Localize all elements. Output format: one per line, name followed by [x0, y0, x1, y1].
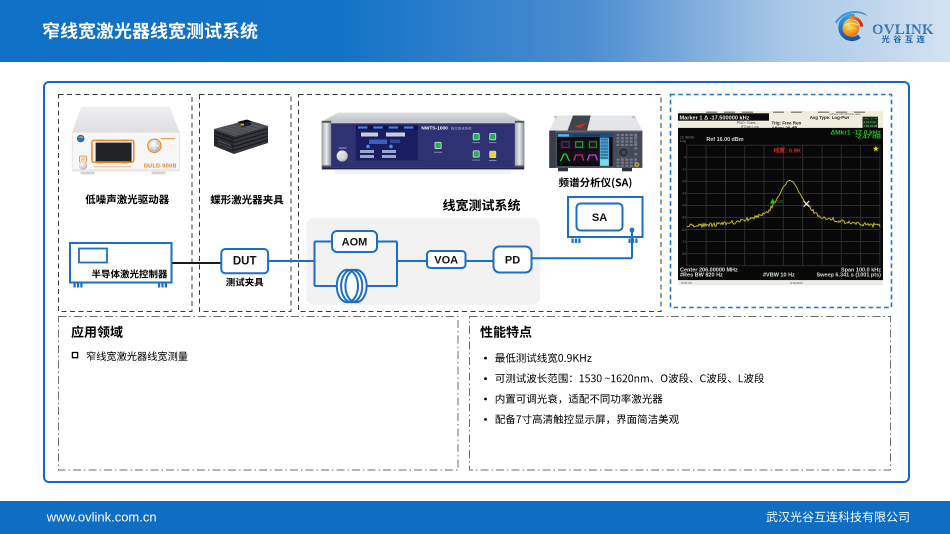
- svg-text::: :: [786, 148, 788, 154]
- svg-text:callback 236.348 kHz, atten: callback 236.348 kHz, atten: [829, 112, 861, 116]
- svg-text:STATUS: STATUS: [681, 281, 692, 285]
- svg-text:PD: PD: [505, 255, 520, 267]
- svg-text:-74: -74: [681, 240, 686, 244]
- svg-text:Mkr1 17.44: Mkr1 17.44: [864, 117, 878, 121]
- svg-text:IFGain:Low: IFGain:Low: [741, 125, 760, 129]
- svg-text:T 82.23 dB: T 82.23 dB: [864, 124, 878, 128]
- svg-text:A 12.3 ms: A 12.3 ms: [864, 120, 877, 124]
- svg-text:-34: -34: [681, 192, 686, 196]
- svg-text:SA: SA: [592, 212, 607, 224]
- svg-text:#Res BW 820 Hz: #Res BW 820 Hz: [680, 272, 723, 278]
- svg-text:-44: -44: [681, 204, 686, 208]
- svg-text:OULD-900B: OULD-900B: [144, 164, 177, 170]
- svg-text:Center 206.00000 MHz: Center 206.00000 MHz: [680, 267, 738, 273]
- svg-text:OVLINK: OVLINK: [872, 22, 934, 38]
- svg-text:10 dB/div: 10 dB/div: [680, 136, 694, 140]
- svg-text:NWTS-1000: NWTS-1000: [421, 126, 448, 132]
- svg-text:1Δ2: 1Δ2: [777, 200, 783, 204]
- svg-text:-64: -64: [681, 228, 686, 232]
- svg-text:2/14/2020: 2/14/2020: [790, 281, 803, 285]
- svg-text:0.9K: 0.9K: [789, 148, 802, 154]
- svg-text:VOA: VOA: [434, 255, 458, 267]
- svg-text:-2.47 dB: -2.47 dB: [855, 134, 881, 141]
- svg-text:-84: -84: [681, 252, 686, 256]
- svg-text:Log: Log: [680, 139, 686, 143]
- svg-text:-24: -24: [681, 180, 686, 184]
- svg-text:DUT: DUT: [233, 256, 257, 268]
- svg-text:-4: -4: [683, 155, 686, 159]
- svg-text:Ref 16.00 dBm: Ref 16.00 dBm: [706, 137, 743, 143]
- svg-text:2: 2: [810, 205, 812, 209]
- svg-text:Span 100.0 kHz: Span 100.0 kHz: [841, 267, 881, 273]
- svg-text:www.ovlink.com.cn: www.ovlink.com.cn: [46, 510, 157, 525]
- svg-text:-14: -14: [681, 168, 686, 172]
- svg-text:Marker 1 Δ -17.500000 kHz: Marker 1 Δ -17.500000 kHz: [680, 116, 750, 122]
- svg-text:AOM: AOM: [342, 237, 368, 249]
- svg-text:Avg Type: Log-Pwr: Avg Type: Log-Pwr: [810, 115, 850, 120]
- svg-text:PNO: Class --: PNO: Class --: [737, 121, 760, 125]
- svg-text:Atten: 20 dB: Atten: 20 dB: [772, 125, 798, 130]
- svg-text:Sweep 6.341 s (1001 pts): Sweep 6.341 s (1001 pts): [816, 272, 881, 278]
- svg-text:#VBW 10 Hz: #VBW 10 Hz: [763, 272, 795, 278]
- svg-text:-54: -54: [681, 216, 686, 220]
- svg-text:ΔMkr1 -17.0 kHz: ΔMkr1 -17.0 kHz: [830, 129, 881, 136]
- svg-text:Trig: Free Run: Trig: Free Run: [772, 121, 802, 126]
